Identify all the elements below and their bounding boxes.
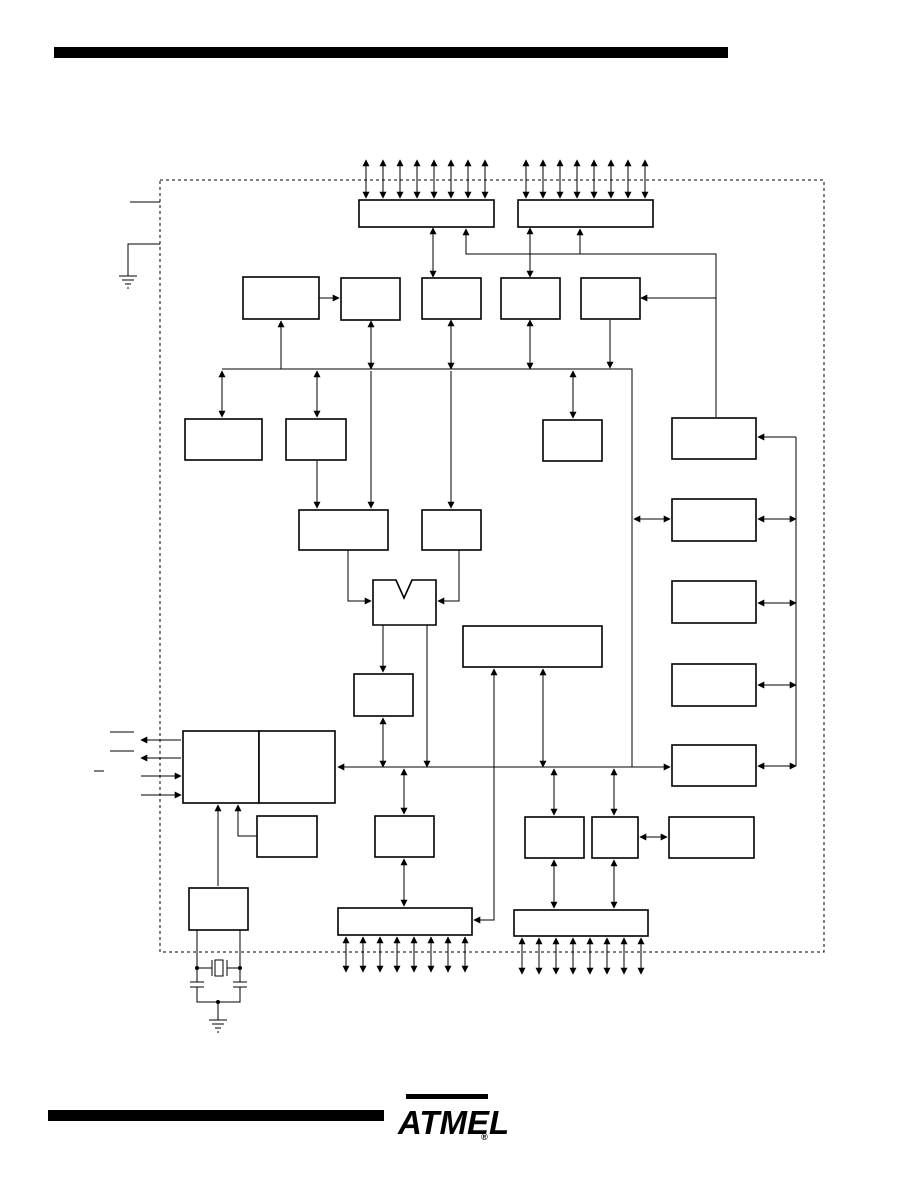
ground-symbol-top: [119, 275, 137, 289]
bottom-port-pins-left: [342, 936, 469, 973]
block-r2-a: [184, 418, 263, 461]
power-pins: [127, 201, 160, 276]
port-driver-bottom-right: [513, 909, 649, 937]
block-r1-d: [500, 277, 561, 320]
external-signals: [94, 731, 182, 799]
block-r2-c: [542, 419, 603, 462]
block-r1-c: [421, 277, 482, 320]
chip-boundary: [159, 179, 825, 953]
top-port-pins-left: [362, 159, 489, 199]
atmel-logo: ATMEL ®: [397, 1094, 509, 1142]
block-central-wide: [462, 625, 603, 668]
crystal-circuit: [190, 930, 247, 1020]
block-bottom-d: [668, 816, 755, 859]
bottom-port-pins-right: [518, 937, 645, 975]
control-unit-left: [182, 730, 260, 804]
port-driver-bottom-left: [337, 907, 473, 936]
block-alu-out: [353, 673, 414, 717]
svg-text:ATMEL: ATMEL: [397, 1104, 509, 1141]
block-right-3: [671, 580, 757, 624]
port-driver-top-right: [517, 199, 654, 228]
block-bottom-c: [591, 816, 639, 859]
block-r1-b: [340, 277, 401, 321]
footer-rule: [48, 1110, 384, 1121]
block-r2-b: [285, 418, 347, 461]
block-watchdog: [256, 815, 318, 858]
top-port-pins-right: [522, 159, 649, 199]
block-bottom-a: [374, 815, 435, 858]
block-r3-b: [421, 509, 482, 551]
block-right-5: [671, 744, 757, 787]
control-unit-right: [258, 730, 336, 804]
block-right-4: [671, 663, 757, 707]
header-rule: [54, 47, 728, 58]
svg-text:®: ®: [481, 1132, 488, 1142]
block-right-1: [671, 417, 757, 460]
oscillator-block: [188, 887, 249, 931]
block-right-2: [671, 498, 757, 542]
block-r3-a: [298, 509, 389, 551]
block-r1-a: [242, 276, 320, 320]
block-r1-e: [580, 277, 641, 320]
block-bottom-b: [524, 816, 585, 859]
alu-block: [372, 579, 437, 626]
port-driver-top-left: [358, 199, 495, 228]
ground-symbol-bottom: [209, 1019, 227, 1033]
